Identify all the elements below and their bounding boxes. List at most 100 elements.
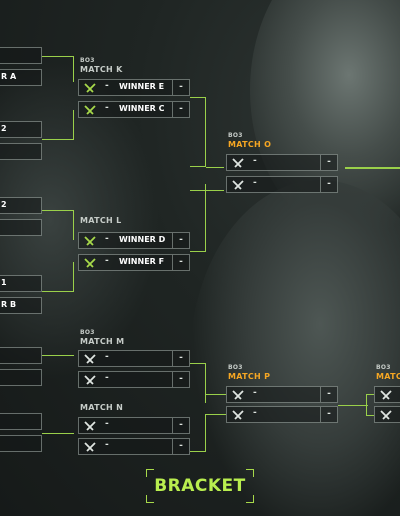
team-row[interactable]: - - xyxy=(78,371,190,388)
score: - xyxy=(320,407,337,422)
score: - xyxy=(320,155,337,170)
team-row[interactable]: - WINNER C - xyxy=(78,101,190,118)
match-m[interactable]: BO3 MATCH M - - - - xyxy=(78,329,190,391)
team-row[interactable] xyxy=(374,406,400,423)
team-name: WINNER C xyxy=(119,104,165,113)
team-row[interactable]: - - xyxy=(226,406,338,423)
left-row xyxy=(0,369,42,386)
connector xyxy=(42,56,74,82)
team-logo-icon xyxy=(84,83,96,93)
best-of-label: BO3 xyxy=(228,364,243,371)
match-title: MATC xyxy=(376,372,400,381)
team-name: 2 xyxy=(1,124,7,133)
match-title: MATCH N xyxy=(80,403,124,412)
connector xyxy=(206,190,224,192)
connector xyxy=(366,394,374,416)
team-logo-icon xyxy=(380,410,392,420)
team-row[interactable]: - - xyxy=(78,350,190,367)
match-title: MATCH L xyxy=(80,216,122,225)
team-logo-icon xyxy=(232,180,244,190)
left-row xyxy=(0,435,42,452)
team-logo-icon xyxy=(84,105,96,115)
best-of-label: BO3 xyxy=(376,364,391,371)
score: - xyxy=(172,233,189,248)
score: - xyxy=(320,177,337,192)
team-name: WINNER F xyxy=(119,257,165,266)
connector xyxy=(190,190,206,252)
match-k[interactable]: BO3 MATCH K - WINNER E - - WINNER C - xyxy=(78,57,190,119)
connector xyxy=(206,394,226,396)
team-logo-icon xyxy=(84,236,96,246)
team-logo-icon xyxy=(232,158,244,168)
team-row[interactable]: - WINNER E - xyxy=(78,79,190,96)
team-logo-icon xyxy=(84,354,96,364)
team-logo-icon xyxy=(232,410,244,420)
connector xyxy=(42,433,74,435)
match-title: MATCH P xyxy=(228,372,271,381)
bracket-label: BRACKET xyxy=(154,476,246,496)
connector xyxy=(42,210,74,240)
team-row[interactable]: - WINNER F - xyxy=(78,254,190,271)
match-q[interactable]: BO3 MATC xyxy=(374,364,400,428)
score: - xyxy=(172,80,189,95)
team-logo-icon xyxy=(84,258,96,268)
connector-line-right xyxy=(345,167,400,169)
left-row: R B xyxy=(0,297,42,314)
team-name: R B xyxy=(1,300,17,309)
score: - xyxy=(172,102,189,117)
left-row: R A xyxy=(0,69,42,86)
left-row xyxy=(0,47,42,64)
connector xyxy=(206,167,224,169)
match-title: MATCH M xyxy=(80,337,125,346)
team-logo-icon xyxy=(84,442,96,452)
connector xyxy=(190,414,206,452)
best-of-label: BO3 xyxy=(228,132,243,139)
team-logo-icon xyxy=(380,390,392,400)
best-of-label: BO3 xyxy=(80,57,95,64)
score: - xyxy=(172,439,189,454)
match-n[interactable]: MATCH N - - - - xyxy=(78,403,190,459)
team-logo-icon xyxy=(232,390,244,400)
match-o[interactable]: BO3 MATCH O - - - - xyxy=(226,132,338,196)
left-row: 1 xyxy=(0,275,42,292)
connector xyxy=(42,110,74,140)
connector xyxy=(190,97,206,167)
team-row[interactable]: - - xyxy=(226,154,338,171)
match-title: MATCH K xyxy=(80,65,123,74)
team-row[interactable]: - - xyxy=(226,386,338,403)
team-name: WINNER E xyxy=(119,82,165,91)
match-p[interactable]: BO3 MATCH P - - - - xyxy=(226,364,338,428)
team-row[interactable]: - - xyxy=(78,417,190,434)
team-name: 2 xyxy=(1,200,7,209)
score: - xyxy=(172,351,189,366)
connector xyxy=(206,414,226,416)
team-name: R A xyxy=(1,72,17,81)
team-row[interactable]: - - xyxy=(78,438,190,455)
bracket-title: BRACKET xyxy=(146,469,254,503)
team-row[interactable] xyxy=(374,386,400,403)
left-row xyxy=(0,143,42,160)
score: - xyxy=(172,418,189,433)
team-name: 1 xyxy=(1,278,7,287)
score: - xyxy=(172,255,189,270)
team-logo-icon xyxy=(84,421,96,431)
left-row xyxy=(0,219,42,236)
connector xyxy=(190,363,206,403)
score: - xyxy=(320,387,337,402)
left-row: 2 xyxy=(0,197,42,214)
team-row[interactable]: - WINNER D - xyxy=(78,232,190,249)
team-name: WINNER D xyxy=(119,235,166,244)
team-logo-icon xyxy=(84,375,96,385)
connector xyxy=(42,355,74,371)
connector xyxy=(338,405,368,407)
left-row: 2 xyxy=(0,121,42,138)
score: - xyxy=(172,372,189,387)
team-row[interactable]: - - xyxy=(226,176,338,193)
left-row xyxy=(0,347,42,364)
match-title: MATCH O xyxy=(228,140,272,149)
character-body xyxy=(190,180,400,516)
match-l[interactable]: MATCH L - WINNER D - - WINNER F - xyxy=(78,216,190,272)
connector xyxy=(42,262,74,292)
best-of-label: BO3 xyxy=(80,329,95,336)
